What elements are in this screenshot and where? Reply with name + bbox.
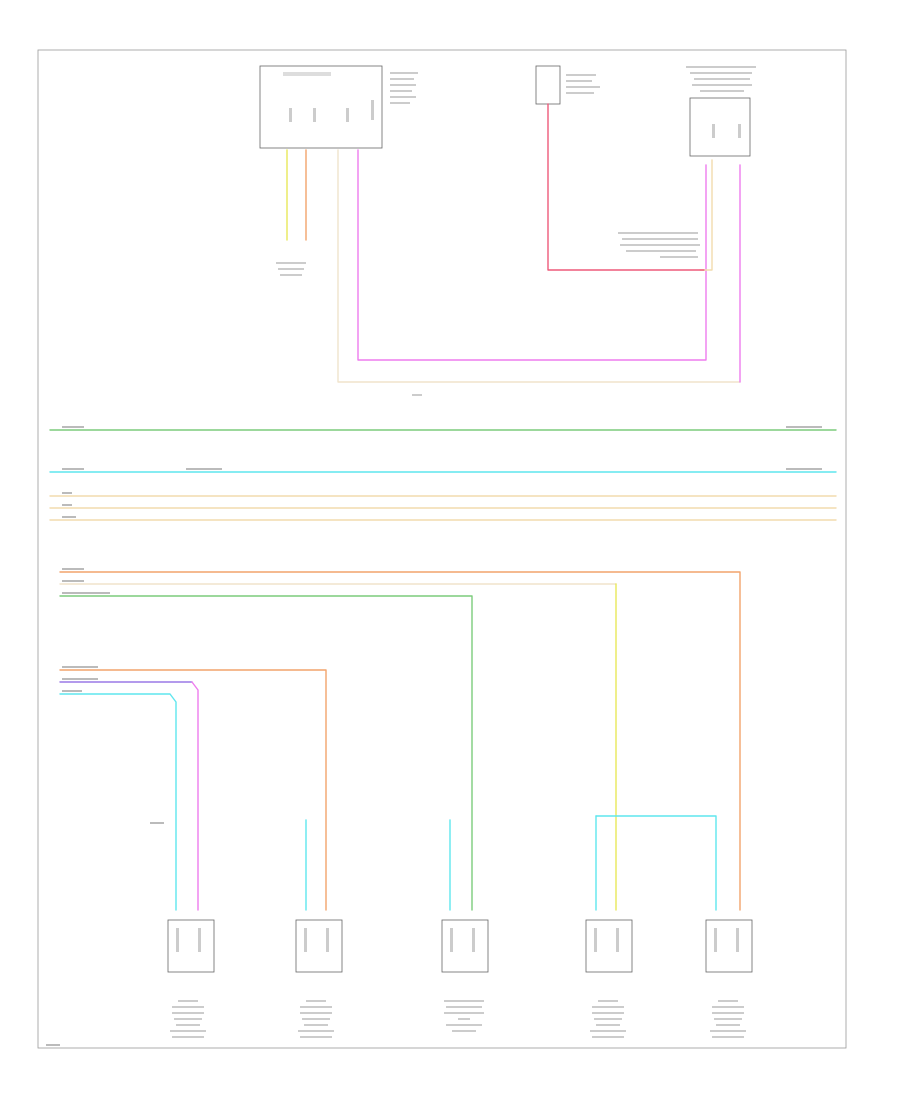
wire-magenta-branch [191, 681, 199, 911]
wire-cyan-bridge [595, 815, 717, 911]
pin-label [738, 124, 741, 138]
wire-orange-long [59, 571, 741, 911]
pin-label-1 [289, 108, 292, 122]
footer-code-mark [46, 1044, 60, 1046]
connector-title-line [700, 90, 744, 92]
ground-label-line [278, 268, 304, 270]
sensor-pin-label [594, 928, 597, 952]
wire-cyan-branch [59, 693, 177, 911]
module-desc-line [390, 102, 410, 104]
wire-magenta-loop [357, 149, 707, 361]
sensor-2 [295, 919, 343, 973]
branch-wires-lower [59, 669, 327, 911]
splice-tag [412, 394, 422, 396]
splice-label-line [620, 244, 700, 246]
sensor-1 [167, 919, 215, 973]
module-desc-line [390, 90, 412, 92]
wire-code-labels [46, 426, 822, 1046]
connector-title-line [690, 72, 752, 74]
wire-orange-short [59, 669, 327, 911]
sensor-pin-label [736, 928, 739, 952]
wire-red-top [547, 103, 705, 271]
pin-label-2 [313, 108, 316, 122]
sensor-3 [441, 919, 489, 973]
sensor-5-caption [710, 1000, 746, 1038]
sensor-pin-label [714, 928, 717, 952]
sensor-4 [585, 919, 633, 973]
splice-label-line [622, 238, 698, 240]
module-desc-line [390, 78, 414, 80]
wire-cream-loop [337, 149, 741, 383]
module-header-bar [283, 72, 331, 76]
pin-label [712, 124, 715, 138]
sensor-stubs [305, 815, 717, 911]
sensor-pin-label [616, 928, 619, 952]
module-desc-line [390, 96, 416, 98]
connector-desc-line [566, 74, 596, 76]
top-wire-group [276, 103, 741, 396]
sensor-3-caption [444, 1000, 484, 1032]
connector-title-line [694, 78, 750, 80]
splice-label-line [618, 232, 698, 234]
sensor-pin-label [176, 928, 179, 952]
connector-top-middle [535, 65, 600, 105]
branch-wires-upper [59, 571, 741, 911]
module-desc-line [390, 72, 418, 74]
sensor-pin-label [450, 928, 453, 952]
connector-desc-line [566, 92, 594, 94]
diagram-frame [37, 49, 847, 1049]
bus-lines [49, 429, 837, 521]
connector-desc-line [566, 86, 600, 88]
wire-green-long [59, 595, 473, 911]
ground-label-line [276, 262, 306, 264]
splice-label-line [660, 256, 698, 258]
sensor-captions [170, 1000, 746, 1038]
pin-label-3 [346, 108, 349, 122]
connector-title-line [692, 84, 752, 86]
sensor-1-caption [170, 1000, 206, 1038]
module-connector-top-left [259, 65, 418, 149]
sensor-pin-label [326, 928, 329, 952]
ground-label-line [280, 274, 302, 276]
sensor-5 [705, 919, 753, 973]
sensor-2-caption [298, 1000, 334, 1038]
splice-label-line [626, 250, 696, 252]
connector-desc-line [566, 80, 592, 82]
connector-top-right [686, 66, 756, 157]
module-desc-line [390, 84, 416, 86]
sensor-pin-label [472, 928, 475, 952]
sensor-pin-label [304, 928, 307, 952]
pin-label-4 [371, 100, 374, 120]
connector-title-line [686, 66, 756, 68]
sensor-pin-label [198, 928, 201, 952]
sensor-4-caption [590, 1000, 626, 1038]
